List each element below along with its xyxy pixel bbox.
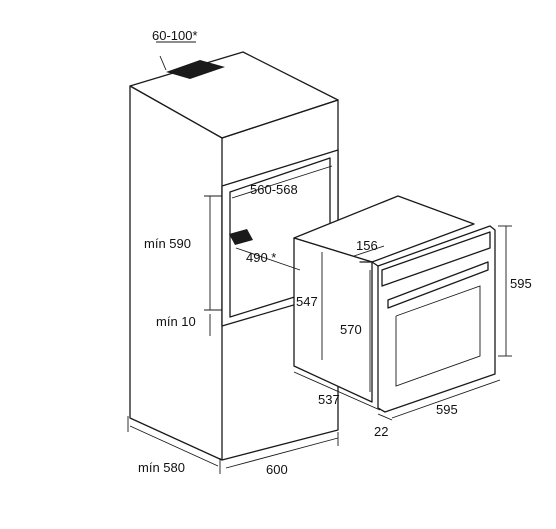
dim-panel-offset-line <box>353 245 385 257</box>
dim-cabinet-depth-line <box>129 425 219 467</box>
dim-niche-depth-line <box>235 247 301 271</box>
label-oven-total-height: 595 <box>510 276 532 291</box>
cabinet-left-face <box>129 85 223 461</box>
oven-side-face <box>293 237 373 403</box>
label-cabinet-width: 600 <box>266 462 288 477</box>
top-vent-cutout <box>166 60 225 79</box>
label-oven-side-height: 547 <box>296 294 318 309</box>
label-niche-depth: 490 * <box>246 250 276 265</box>
dim-top-cutout-line <box>159 55 167 71</box>
dim-door-thickness-line <box>377 413 393 421</box>
dim-oven-depth-line <box>293 371 381 411</box>
oven-window <box>395 285 481 387</box>
label-niche-min-height: mín 590 <box>144 236 191 251</box>
label-oven-depth: 537 <box>318 392 340 407</box>
oven-handle <box>387 261 489 309</box>
oven-door-edge <box>359 261 379 267</box>
dimension-labels: 60-100* 560-568 mín 590 490 * mín 10 156… <box>138 28 532 477</box>
label-door-thickness: 22 <box>374 424 388 439</box>
label-min-gap: mín 10 <box>156 314 196 329</box>
dim-oven-width-line <box>391 379 501 419</box>
label-niche-width: 560-568 <box>250 182 298 197</box>
label-top-cutout: 60-100* <box>152 28 198 43</box>
label-cabinet-min-depth: mín 580 <box>138 460 185 475</box>
label-panel-offset: 156 <box>356 238 378 253</box>
dim-niche-width-line <box>231 165 333 199</box>
label-oven-width: 595 <box>436 402 458 417</box>
dim-cabinet-width-line <box>225 437 339 469</box>
oven-control-panel <box>381 231 491 287</box>
oven-door <box>377 225 496 413</box>
dimension-lines <box>127 41 512 474</box>
niche-vent-cutout <box>229 229 253 245</box>
oven <box>293 195 496 413</box>
label-oven-body-height: 570 <box>340 322 362 337</box>
